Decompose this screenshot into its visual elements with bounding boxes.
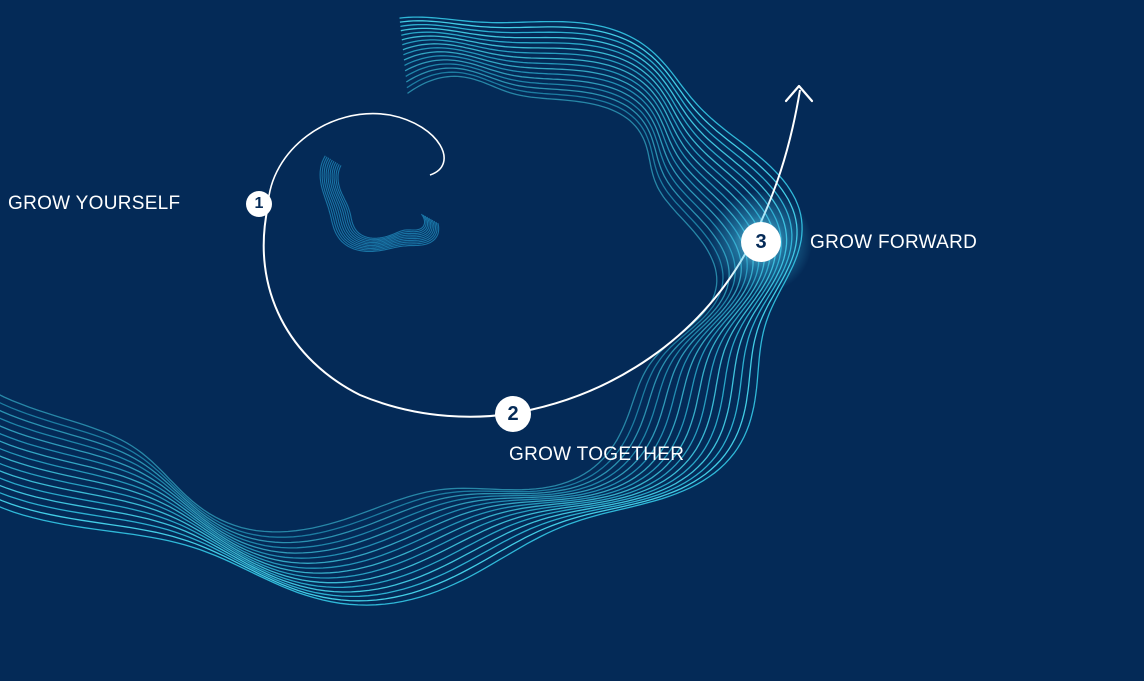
inner-swirl-line (325, 158, 435, 248)
wave-line (0, 67, 730, 544)
step-1-badge: 1 (246, 191, 272, 217)
inner-swirl-line (329, 160, 432, 245)
wave-line (0, 20, 798, 602)
wave-line (0, 35, 777, 584)
inner-swirl-line (323, 157, 437, 250)
wave-line (0, 71, 724, 538)
wave-line (0, 23, 793, 598)
inner-swirl-line (333, 162, 429, 242)
wave-line (0, 47, 760, 569)
step-2-badge: 2 (495, 396, 531, 432)
inner-swirl-line (319, 155, 440, 253)
inner-swirl-line (331, 161, 430, 244)
wave-line (0, 51, 754, 564)
step-1-label: GROW YOURSELF (8, 193, 181, 214)
step-3-badge: 3 (741, 222, 781, 262)
wave-line (0, 59, 742, 554)
wave-line (0, 16, 803, 606)
step-2-label: GROW TOGETHER (509, 444, 685, 465)
inner-swirl-line (337, 165, 426, 239)
wave-lines-group (0, 16, 803, 606)
arrow-up-icon (784, 84, 814, 103)
inner-swirl-line (335, 164, 427, 241)
wave-line (0, 55, 748, 559)
wave-line (0, 31, 782, 589)
inner-swirl-group (319, 155, 440, 253)
wave-line (0, 39, 771, 579)
inner-swirl-line (327, 159, 433, 247)
inner-swirl-line (321, 156, 438, 251)
step-3-label: GROW FORWARD (810, 232, 978, 253)
wave-line (0, 63, 736, 549)
wave-line (0, 43, 766, 574)
spiral-path-top (267, 112, 445, 207)
wave-line (0, 27, 788, 593)
wave-line (0, 75, 718, 533)
